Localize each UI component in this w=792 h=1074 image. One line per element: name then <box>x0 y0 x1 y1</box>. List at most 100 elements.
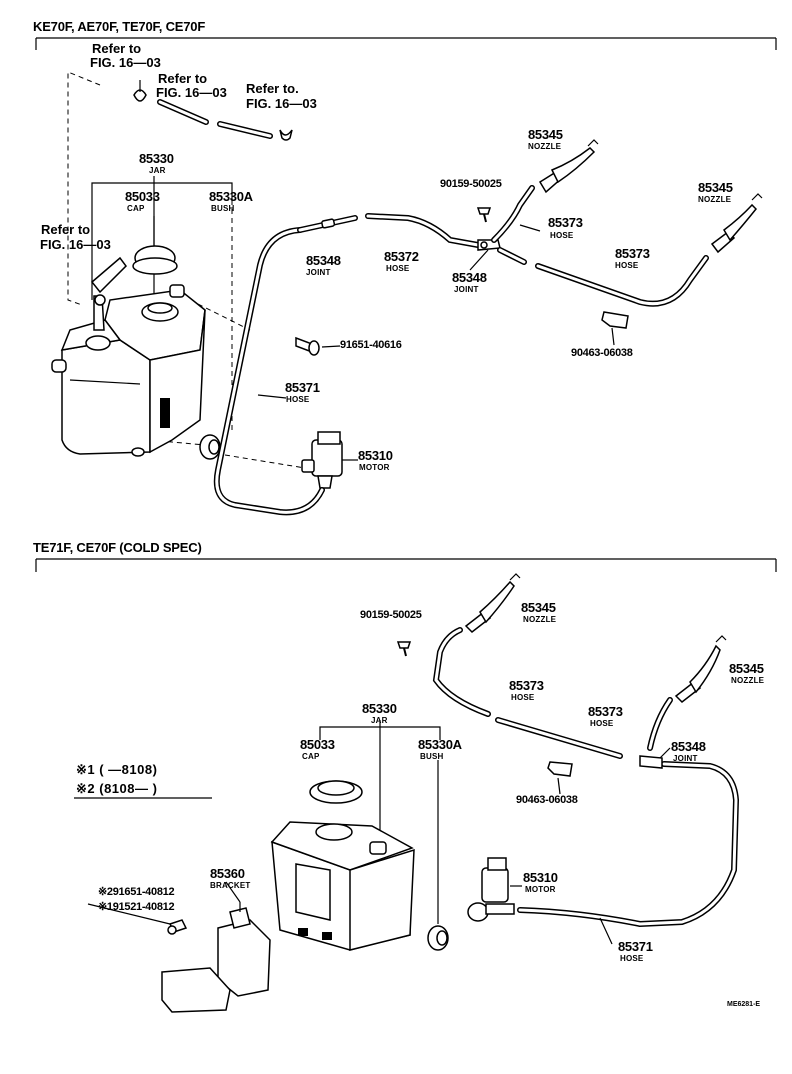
top-bush-number: 85330A <box>209 189 253 204</box>
bottom-bush-number: 85330A <box>418 737 462 752</box>
bottom-screw-number-b: ※191521-40812 <box>98 901 175 913</box>
bottom-joint-number: 85348 <box>671 739 706 754</box>
bottom-hose371-number: 85371 <box>618 939 653 954</box>
top-hose372-name: HOSE <box>386 264 410 273</box>
bottom-clip-90463 <box>547 761 573 795</box>
bottom-hose-85373b <box>647 697 673 751</box>
top-bush <box>199 434 221 460</box>
bottom-hose373b-name: HOSE <box>590 719 614 728</box>
section-2-header: TE71F, CE70F (COLD SPEC) <box>33 540 202 555</box>
bottom-joint-85348 <box>639 755 663 769</box>
top-joint348a-name: JOINT <box>306 268 331 277</box>
top-screw <box>295 336 320 356</box>
bottom-screw-number-a: ※291651-40812 <box>98 886 175 898</box>
top-jar-name: JAR <box>149 166 166 175</box>
top-label-leaders <box>91 176 233 300</box>
bottom-cap-name: CAP <box>302 752 320 761</box>
top-cap-number: 85033 <box>125 189 160 204</box>
refer-label-2: Refer to <box>158 71 208 86</box>
bottom-joint-name: JOINT <box>673 754 698 763</box>
bottom-motor-name: MOTOR <box>525 885 556 894</box>
bottom-nozzle1-name: NOZZLE <box>523 615 557 624</box>
bottom-hose373a-name: HOSE <box>511 693 535 702</box>
top-nozzle2-name: NOZZLE <box>698 195 732 204</box>
bottom-hose373b-number: 85373 <box>588 704 623 719</box>
top-washer-jar <box>51 284 206 457</box>
top-screw-number: 91651-40616 <box>340 339 402 351</box>
bottom-bush <box>427 760 449 951</box>
top-hose372-number: 85372 <box>384 249 419 264</box>
top-hose-85373b <box>497 247 709 307</box>
top-joint348a-number: 85348 <box>306 253 341 268</box>
top-clip-number: 90463-06038 <box>571 347 633 359</box>
section-1-bracket <box>35 37 777 50</box>
bottom-bolt-number: 90159-50025 <box>360 609 422 621</box>
bottom-motor <box>467 857 515 922</box>
refer-label-1: Refer to <box>92 41 142 56</box>
top-cap <box>132 245 178 275</box>
top-nozzle-2 <box>710 193 763 254</box>
bottom-note-1: ※1 ( —8108) <box>76 762 158 777</box>
top-hose373b-number: 85373 <box>615 246 650 261</box>
top-hose373b-name: HOSE <box>615 261 639 270</box>
section-1-header: KE70F, AE70F, TE70F, CE70F <box>33 19 206 34</box>
bottom-screw <box>167 919 188 935</box>
top-refer-clip-1 <box>133 80 147 102</box>
top-bush-name: BUSH <box>211 204 235 213</box>
top-nozzle1-name: NOZZLE <box>528 142 562 151</box>
top-motor-number: 85310 <box>358 448 393 463</box>
bottom-note-2: ※2 (8108— ) <box>76 781 158 796</box>
bottom-motor-number: 85310 <box>523 870 558 885</box>
bottom-bracket-name: BRACKET <box>210 881 251 890</box>
bottom-hose-85371 <box>517 761 740 928</box>
top-cap-name: CAP <box>127 204 145 213</box>
bottom-bush-name: BUSH <box>420 752 444 761</box>
bottom-leaders <box>74 747 671 945</box>
refer-fig-2: FIG. 16—03 <box>156 85 227 100</box>
top-bolt-number: 90159-50025 <box>440 178 502 190</box>
bottom-nozzle-1 <box>464 573 521 633</box>
top-hose373a-number: 85373 <box>548 215 583 230</box>
top-hose371-name: HOSE <box>286 395 310 404</box>
bottom-hose373a-number: 85373 <box>509 678 544 693</box>
bottom-nozzle-2 <box>674 635 727 703</box>
top-refer-clip-2 <box>279 129 293 141</box>
top-nozzle-1 <box>538 139 599 194</box>
top-motor-name: MOTOR <box>359 463 390 472</box>
top-nozzle1-number: 85345 <box>528 127 563 142</box>
top-refer-hose-1 <box>157 99 209 125</box>
top-jar-number: 85330 <box>139 151 174 166</box>
refer-fig-3: FIG. 16—03 <box>246 96 317 111</box>
top-motor <box>301 431 343 489</box>
refer-fig-1: FIG. 16—03 <box>90 55 161 70</box>
top-joint348b-name: JOINT <box>454 285 479 294</box>
top-hose373a-name: HOSE <box>550 231 574 240</box>
bottom-nozzle2-name: NOZZLE <box>731 676 765 685</box>
top-leaders <box>257 224 541 461</box>
bottom-nozzle1-number: 85345 <box>521 600 556 615</box>
bottom-jar-name: JAR <box>371 716 388 725</box>
top-hose-85373a <box>491 185 535 243</box>
bottom-washer-jar <box>270 821 415 951</box>
bottom-hose371-name: HOSE <box>620 954 644 963</box>
refer-fig-4: FIG. 16—03 <box>40 237 111 252</box>
bottom-label-leaders <box>319 720 441 830</box>
section-2-bracket <box>35 558 777 572</box>
bottom-cap <box>309 780 363 804</box>
top-clip-90463 <box>601 311 629 346</box>
bottom-nozzle2-number: 85345 <box>729 661 764 676</box>
figure-code: ME6281-E <box>727 1001 761 1008</box>
bottom-clip-number: 90463-06038 <box>516 794 578 806</box>
bottom-jar-number: 85330 <box>362 701 397 716</box>
bottom-bracket-number: 85360 <box>210 866 245 881</box>
bottom-hose-85373a <box>432 627 623 759</box>
top-hose-85371 <box>213 227 325 516</box>
top-bolt-90159 <box>476 207 492 223</box>
refer-label-4: Refer to <box>41 222 91 237</box>
top-hose371-number: 85371 <box>285 380 320 395</box>
top-filler-hose <box>90 256 127 331</box>
top-hose-85372 <box>297 213 481 248</box>
bottom-bolt-90159 <box>396 641 412 657</box>
top-refer-hose-2 <box>217 121 273 139</box>
